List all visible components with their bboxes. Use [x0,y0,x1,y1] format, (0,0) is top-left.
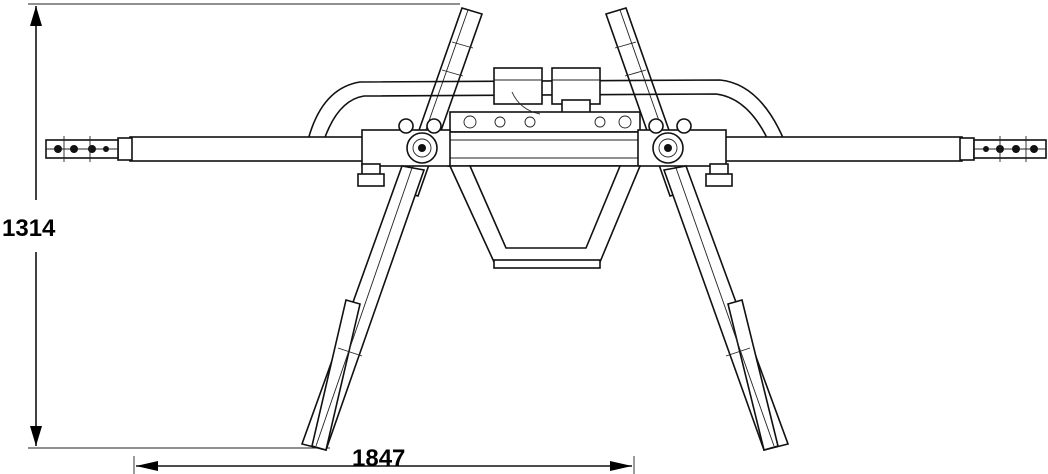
width-dimension: 1847 [133,445,635,474]
right-hinge [637,118,727,167]
center-body [447,131,641,167]
left-hinge [361,118,451,167]
width-arrow-left [136,461,158,471]
left-landing-leg [300,165,426,452]
left-foot-block [357,163,385,187]
height-dimension: 1314 [2,3,460,449]
width-arrow-right [610,461,632,471]
height-arrow-top [30,6,42,26]
left-propeller [45,136,119,162]
right-foot-block [705,163,733,187]
height-arrow-bottom [30,426,42,446]
right-landing-leg [662,165,790,451]
width-label: 1847 [352,445,405,472]
right-propeller [973,136,1047,162]
height-label: 1314 [2,215,56,242]
payload-frame [448,165,642,269]
electronics-box [449,67,641,133]
